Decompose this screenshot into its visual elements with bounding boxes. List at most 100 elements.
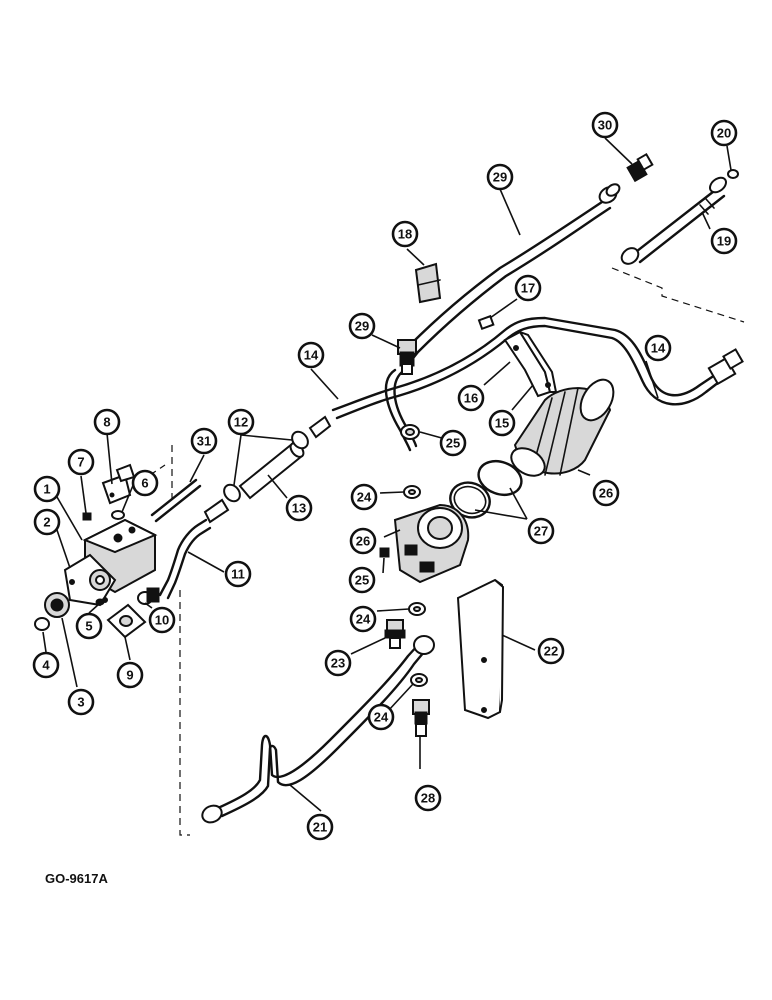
- callout-17: 17: [514, 274, 542, 302]
- callout-27: 27: [527, 517, 555, 545]
- svg-text:30: 30: [598, 118, 612, 133]
- svg-text:1: 1: [43, 482, 50, 497]
- pressure-tube-29: [384, 183, 621, 452]
- adapter-10: [146, 587, 160, 603]
- callout-19: 19: [710, 227, 738, 255]
- callout-10: 10: [148, 606, 176, 634]
- svg-text:24: 24: [356, 612, 371, 627]
- callout-11: 11: [224, 560, 252, 588]
- callout-24-mid: 24: [349, 605, 377, 633]
- callout-14-right: 14: [644, 334, 672, 362]
- callout-18: 18: [391, 220, 419, 248]
- callout-24-lower: 24: [367, 703, 395, 731]
- return-tube-14: [331, 316, 744, 420]
- coupling-3: [44, 592, 70, 618]
- svg-text:26: 26: [356, 534, 370, 549]
- adapter-23: [384, 619, 406, 649]
- callout-29-upper: 29: [486, 163, 514, 191]
- banjo-bolt-29: [397, 339, 417, 375]
- svg-text:7: 7: [77, 455, 84, 470]
- plug-7: [82, 512, 92, 521]
- callout-9: 9: [116, 661, 144, 689]
- callout-14-left: 14: [297, 341, 325, 369]
- callout-12: 12: [227, 408, 255, 436]
- banjo-bolt-28: [412, 699, 430, 737]
- callout-8: 8: [93, 408, 121, 436]
- callout-22: 22: [537, 637, 565, 665]
- svg-text:12: 12: [234, 415, 248, 430]
- callout-21: 21: [306, 813, 334, 841]
- rod-19: [620, 176, 727, 265]
- svg-text:15: 15: [495, 416, 509, 431]
- svg-text:4: 4: [42, 658, 50, 673]
- callout-15: 15: [488, 409, 516, 437]
- svg-text:26: 26: [599, 486, 613, 501]
- callout-31: 31: [190, 427, 218, 455]
- washers: [379, 424, 428, 687]
- callout-16: 16: [457, 384, 485, 412]
- pin-31: [150, 478, 202, 523]
- callout-4: 4: [32, 651, 60, 679]
- callout-2: 2: [33, 508, 61, 536]
- pin-17: [477, 314, 495, 331]
- svg-text:6: 6: [141, 476, 148, 491]
- svg-text:28: 28: [421, 791, 435, 806]
- nut-4: [34, 617, 50, 631]
- figure-code: GO-9617A: [45, 871, 108, 886]
- callout-24-upper: 24: [350, 483, 378, 511]
- svg-text:29: 29: [493, 170, 507, 185]
- clamps-12: [223, 430, 309, 503]
- svg-text:11: 11: [231, 567, 245, 582]
- plug-25: [379, 547, 390, 558]
- seal-rings-27: [449, 459, 523, 519]
- hose-stubs: [203, 415, 332, 524]
- svg-text:10: 10: [155, 613, 169, 628]
- fitting-30: [626, 152, 654, 183]
- svg-text:19: 19: [717, 234, 731, 249]
- callout-30: 30: [591, 111, 619, 139]
- callout-5: 5: [75, 612, 103, 640]
- svg-text:14: 14: [304, 348, 319, 363]
- svg-text:25: 25: [446, 436, 460, 451]
- svg-text:31: 31: [197, 434, 211, 449]
- flange-9: [106, 603, 147, 639]
- bracket-15-16: [503, 330, 558, 398]
- svg-text:5: 5: [85, 619, 92, 634]
- callout-20: 20: [710, 119, 738, 147]
- callout-13: 13: [285, 494, 313, 522]
- key-5: [95, 598, 105, 606]
- svg-text:14: 14: [651, 341, 666, 356]
- svg-text:17: 17: [521, 281, 535, 296]
- callout-26-lower: 26: [349, 527, 377, 555]
- svg-text:23: 23: [331, 656, 345, 671]
- callout-26-upper: 26: [592, 479, 620, 507]
- callout-25-lower: 25: [348, 566, 376, 594]
- svg-text:2: 2: [43, 515, 50, 530]
- suction-tube-21: [201, 635, 435, 824]
- svg-text:24: 24: [374, 710, 389, 725]
- callout-25-upper: 25: [439, 429, 467, 457]
- o-ring-20: [727, 169, 739, 179]
- svg-text:29: 29: [355, 319, 369, 334]
- callout-29-lower: 29: [348, 312, 376, 340]
- hose-13: [238, 442, 305, 500]
- hydraulic-pump-1: [63, 518, 158, 607]
- callout-6: 6: [131, 469, 159, 497]
- clip-18: [414, 262, 442, 304]
- svg-text:20: 20: [717, 126, 731, 141]
- callout-28: 28: [414, 784, 442, 812]
- svg-text:25: 25: [355, 573, 369, 588]
- svg-text:16: 16: [464, 391, 478, 406]
- tube-11: [158, 518, 212, 600]
- svg-text:3: 3: [77, 695, 84, 710]
- leader-lines: [42, 137, 732, 812]
- elbow-fitting-8: [101, 463, 136, 505]
- svg-text:22: 22: [544, 644, 558, 659]
- callout-23: 23: [324, 649, 352, 677]
- svg-text:18: 18: [398, 227, 412, 242]
- callout-3: 3: [67, 688, 95, 716]
- svg-text:24: 24: [357, 490, 372, 505]
- filter-head-26: [393, 503, 470, 584]
- o-ring-6: [111, 510, 125, 520]
